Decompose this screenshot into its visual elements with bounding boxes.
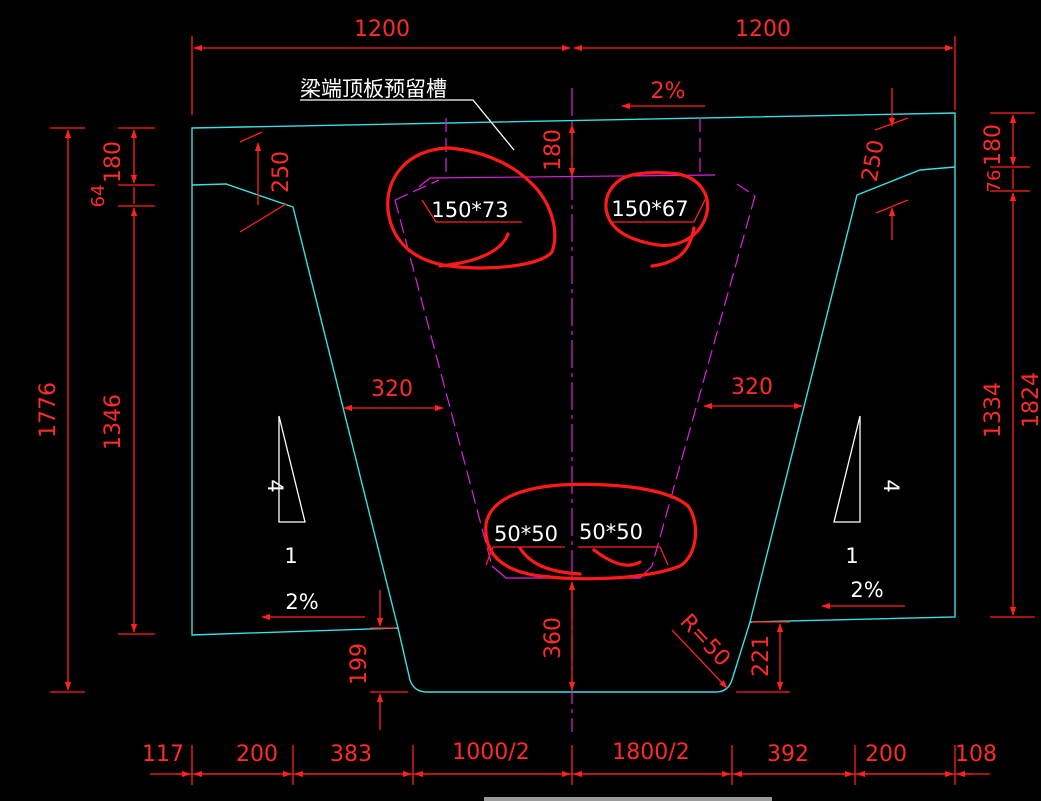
left-low-dim: 199 [347, 643, 372, 685]
bottom-dim-7: 200 [865, 742, 907, 767]
bottom-dim-8: 108 [955, 742, 997, 767]
dimension-lines [50, 36, 1035, 785]
top-dim-left: 1200 [354, 17, 410, 42]
bottom-dim-4: 1000/2 [452, 740, 529, 765]
right-web-height: 1334 [981, 382, 1006, 438]
right-bottom-slope: 2% [850, 578, 883, 602]
hand-circle-right-groove [604, 170, 710, 247]
right-ratio-run: 1 [845, 544, 858, 568]
center-top-dim: 180 [541, 129, 566, 171]
left-ratio-rise: 4 [263, 479, 287, 492]
groove-label-1: 150*73 [431, 198, 508, 222]
left-top-thickness: 180 [101, 141, 126, 183]
right-slant-dim: 250 [858, 138, 890, 184]
bottom-dim-6: 392 [767, 742, 809, 767]
left-bottom-slope: 2% [285, 590, 318, 614]
scroll-indicator [484, 797, 772, 801]
bottom-dim-5: 1800/2 [612, 740, 689, 765]
hand-circle-left-groove [386, 146, 557, 270]
left-haunch-height: 64 [88, 185, 109, 208]
groove-label-4: 50*50 [579, 520, 643, 544]
groove-label-2: 150*67 [611, 197, 688, 221]
top-slope-label: 2% [651, 79, 686, 104]
right-total-height: 1824 [1019, 372, 1041, 428]
bottom-dim-2: 200 [236, 742, 278, 767]
hand-annotations [386, 146, 710, 581]
left-web-height: 1346 [101, 394, 126, 450]
girder-outline [191, 112, 956, 693]
right-web-thickness: 320 [731, 375, 773, 400]
groove-note-label: 梁端顶板预留槽 [300, 77, 447, 101]
hand-circle-bottom-grooves [484, 482, 698, 581]
bottom-slab-dim: 360 [541, 617, 566, 659]
right-low-dim: 221 [749, 635, 774, 677]
bottom-dim-3: 383 [330, 742, 372, 767]
left-total-height: 1776 [36, 382, 61, 438]
groove-label-3: 50*50 [494, 522, 558, 546]
right-ratio-rise: 4 [879, 479, 903, 492]
right-haunch-height: 76 [984, 170, 1005, 193]
left-ratio-run: 1 [284, 544, 297, 568]
radius-label: R=50 [675, 609, 735, 671]
slope-ratio-triangles [278, 99, 861, 523]
right-top-thickness: 180 [981, 124, 1006, 166]
labels: 梁端顶板预留槽 1200 1200 2% 180 1776 1346 180 6… [36, 17, 1041, 767]
bottom-dim-1: 117 [142, 742, 184, 767]
left-slant-dim: 250 [269, 151, 294, 193]
left-web-thickness: 320 [371, 377, 413, 402]
top-dim-right: 1200 [735, 17, 791, 42]
